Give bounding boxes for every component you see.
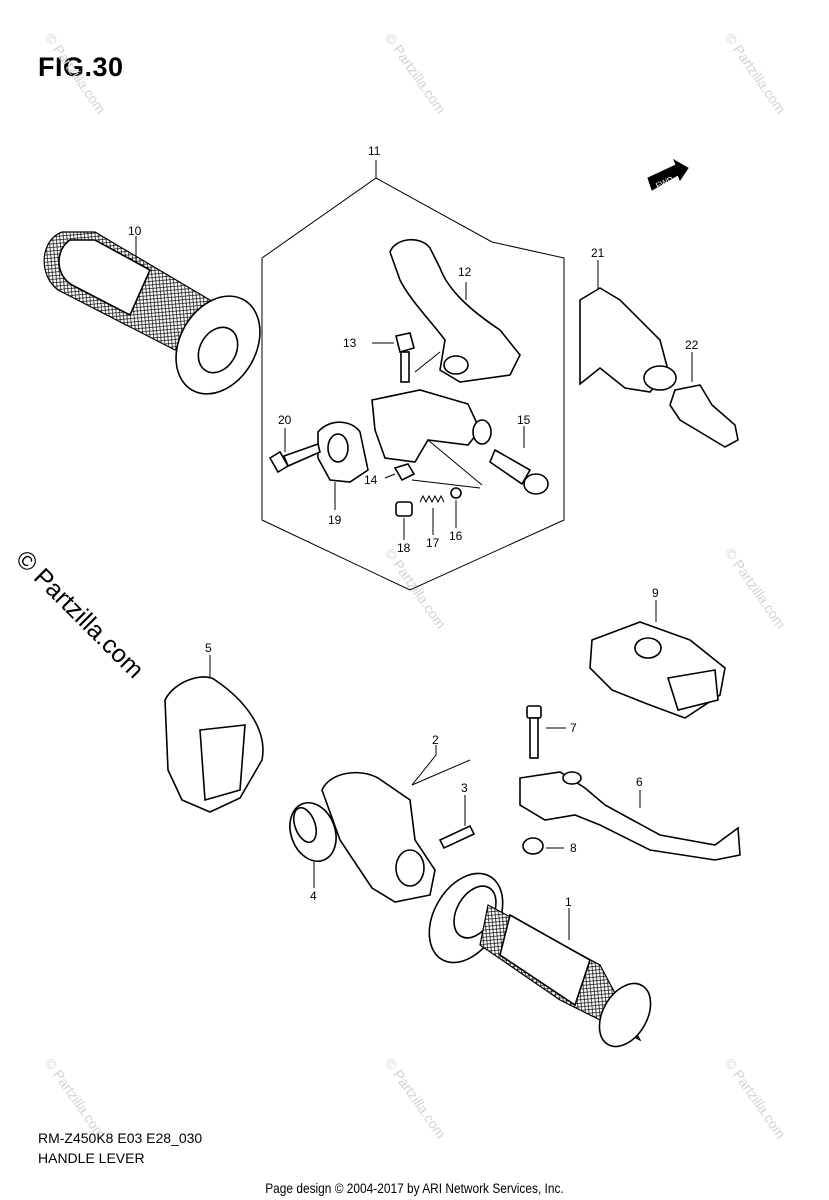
pivot-bolt-part — [526, 705, 566, 759]
left-grip-part — [43, 231, 261, 395]
lever-cover-part — [579, 260, 677, 393]
callout-4: 4 — [310, 889, 317, 903]
callout-11: 11 — [368, 144, 381, 158]
nut-part-14 — [384, 463, 416, 482]
callout-12: 12 — [458, 265, 472, 279]
callout-21: 21 — [591, 246, 605, 260]
callout-19: 19 — [328, 513, 342, 527]
bolt-part-13 — [372, 332, 415, 383]
throttle-housing-part — [164, 655, 264, 813]
lever-holder-part — [371, 351, 492, 486]
clutch-lever-part — [389, 239, 521, 383]
clamp-part — [317, 421, 369, 510]
right-grip-part — [428, 872, 652, 1048]
brake-lever-part — [519, 771, 741, 861]
callout-2: 2 — [432, 733, 439, 747]
callout-17: 17 — [426, 536, 440, 550]
nut-part-8 — [522, 837, 564, 855]
callout-14: 14 — [364, 473, 378, 487]
spring-part-17 — [419, 494, 445, 535]
callout-5: 5 — [205, 641, 212, 655]
callout-20: 20 — [278, 413, 292, 427]
adjuster-part-15 — [489, 426, 549, 495]
callout-3: 3 — [461, 781, 468, 795]
callout-16: 16 — [449, 529, 463, 543]
screw-part-20 — [268, 428, 321, 474]
fwd-arrow-icon: FWD — [647, 158, 689, 191]
callout-9: 9 — [652, 586, 659, 600]
figure-title: FIG.30 — [38, 52, 124, 82]
callout-6: 6 — [636, 775, 643, 789]
assembly-name: HANDLE LEVER — [38, 1150, 145, 1166]
callout-10: 10 — [128, 224, 142, 238]
callout-15: 15 — [517, 413, 531, 427]
screw-part-3 — [438, 795, 476, 850]
pin-part-18 — [395, 501, 413, 540]
callout-18: 18 — [397, 541, 411, 555]
switch-housing-part — [589, 600, 726, 719]
lever-assembly-boundary — [261, 177, 565, 591]
lever-bracket-part — [321, 745, 471, 903]
page-footer: Page design © 2004-2017 by ARI Network S… — [265, 1180, 564, 1196]
callout-22: 22 — [685, 338, 699, 352]
callout-13: 13 — [343, 336, 357, 350]
sleeve-part — [289, 802, 337, 888]
model-code: RM-Z450K8 E03 E28_030 — [38, 1130, 203, 1146]
callout-8: 8 — [570, 841, 577, 855]
adjuster-nut-part-22 — [669, 352, 739, 448]
ball-part-16 — [450, 487, 462, 528]
callout-7: 7 — [570, 721, 577, 735]
callout-1: 1 — [565, 895, 572, 909]
